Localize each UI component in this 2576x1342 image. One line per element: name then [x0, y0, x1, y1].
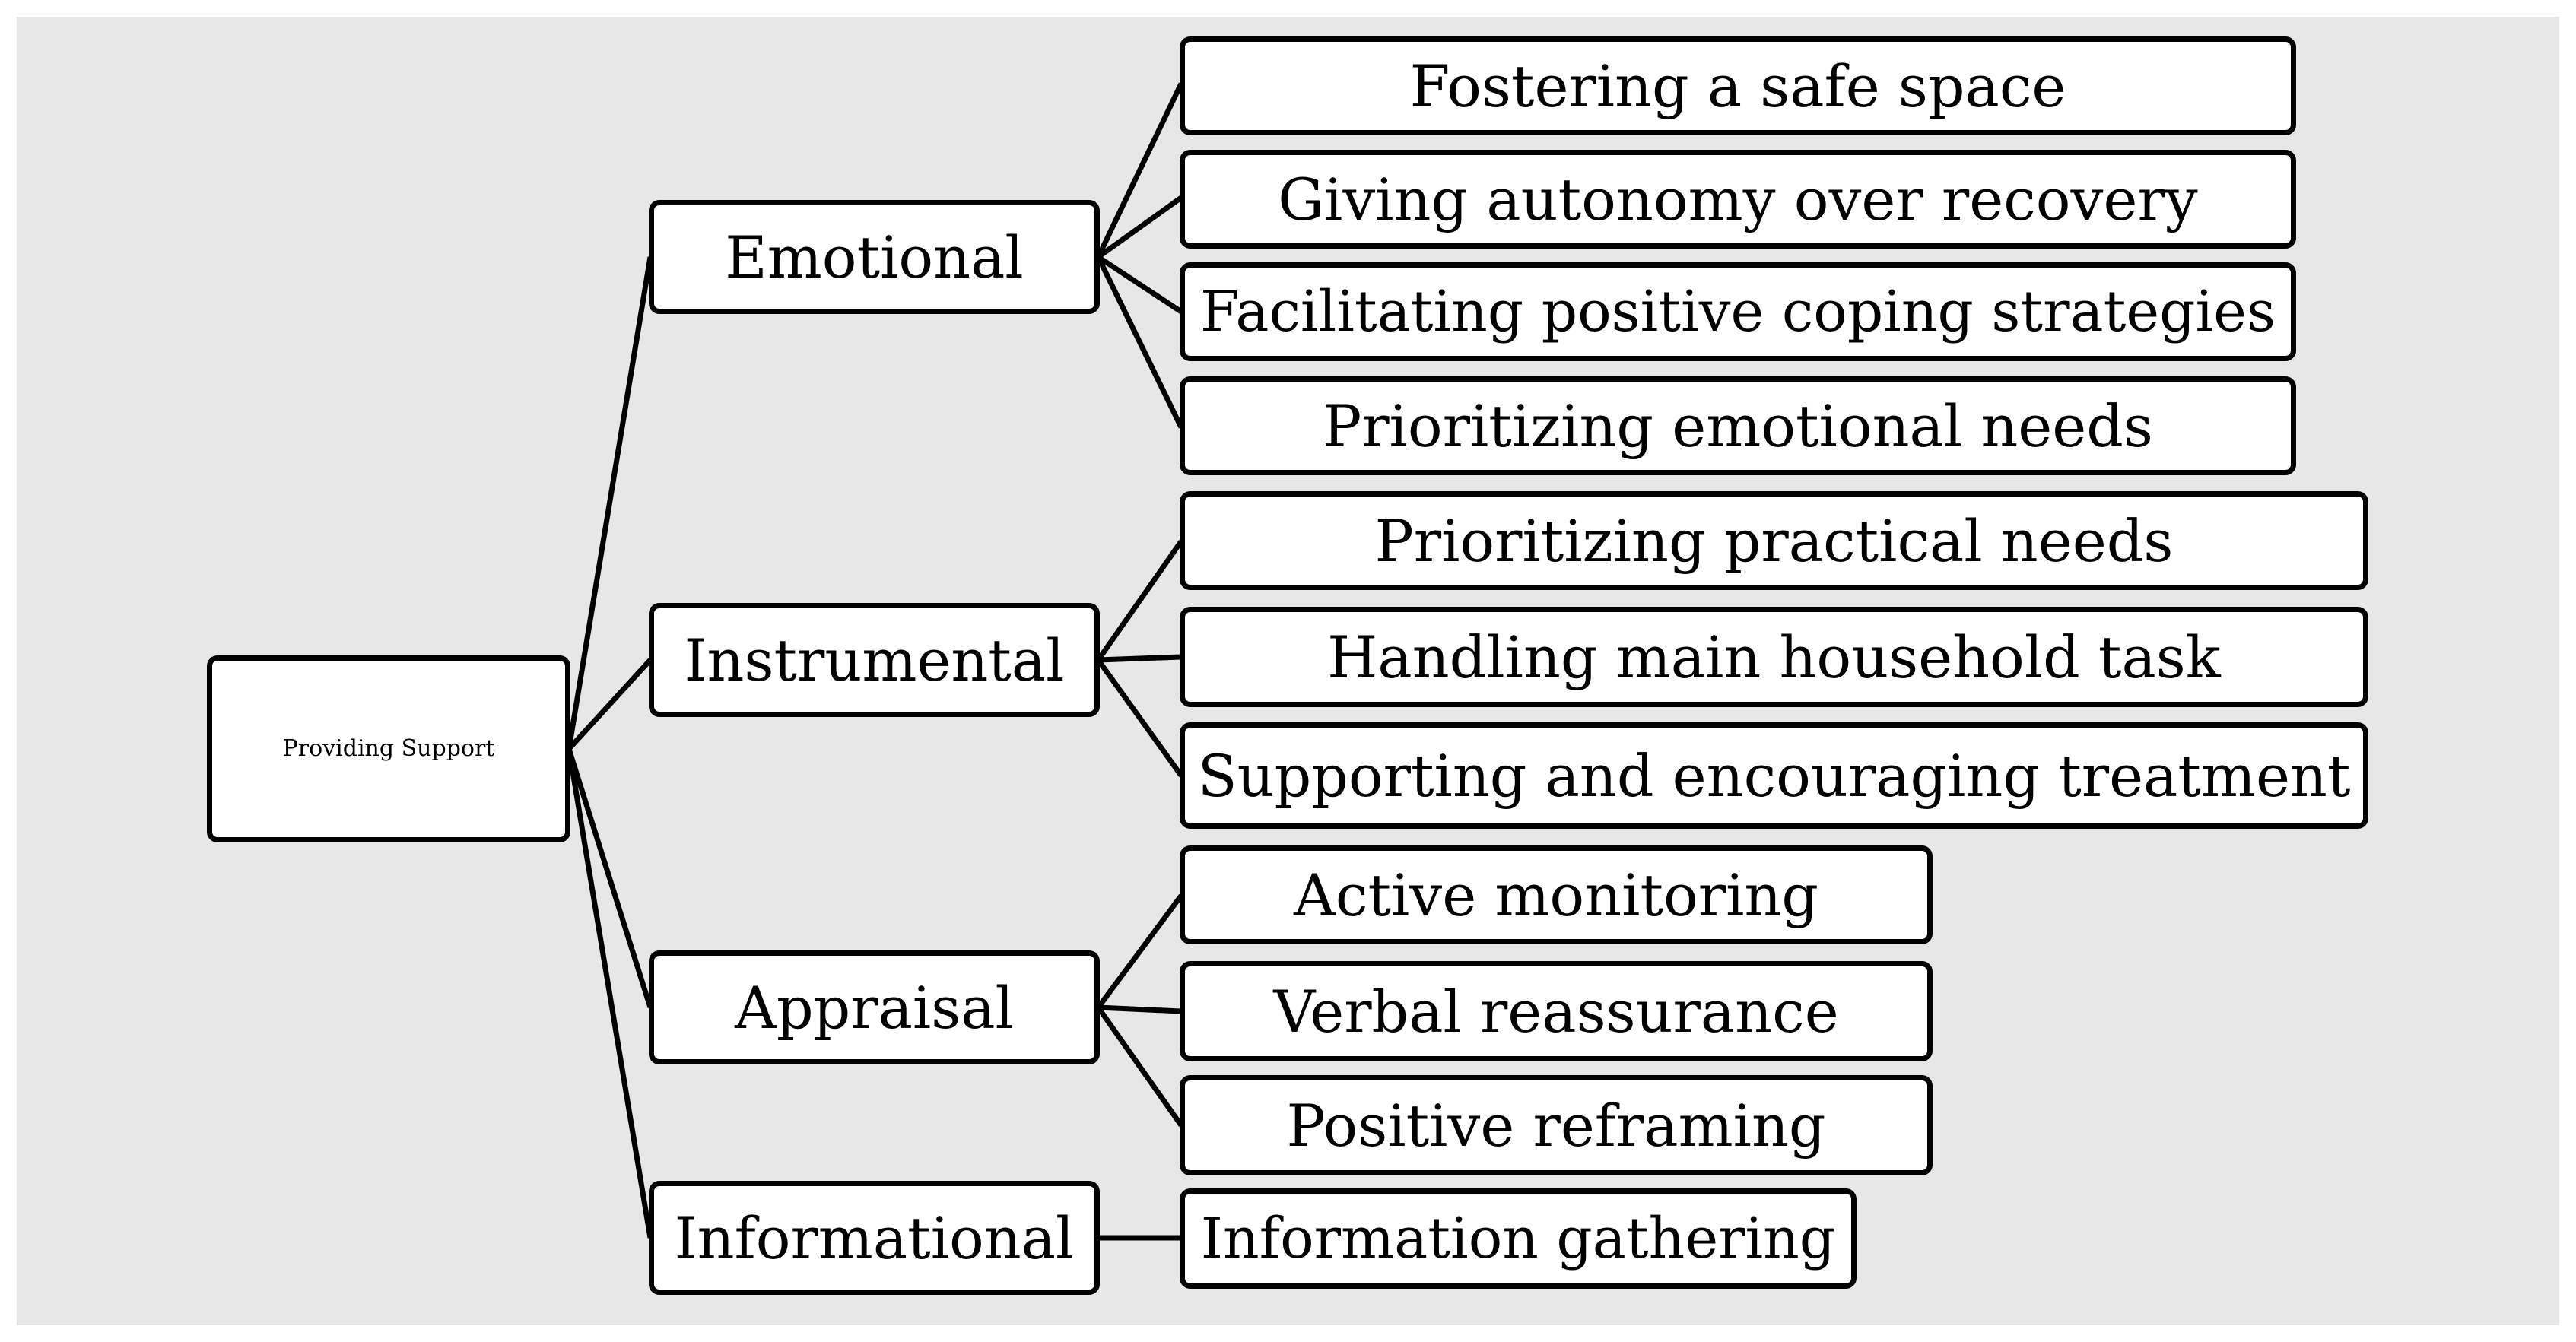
connector-emotional-2 — [1096, 195, 1183, 259]
leaf-node: Verbal reassurance — [1180, 961, 1933, 1061]
leaf-label: Verbal reassurance — [1273, 977, 1839, 1045]
category-node-appraisal: Appraisal — [649, 950, 1100, 1064]
leaf-node: Fostering a safe space — [1180, 36, 2296, 135]
connector-emotional-4 — [1095, 255, 1184, 429]
connector-appraisal-2 — [1097, 1004, 1182, 1014]
root-node: Providing Support — [207, 655, 570, 842]
connector-instrumental-3 — [1096, 658, 1183, 778]
leaf-node: Facilitating positive coping strategies — [1180, 262, 2296, 361]
leaf-node: Prioritizing emotional needs — [1180, 376, 2296, 475]
connector-appraisal-3 — [1096, 1005, 1183, 1128]
root-node-label: Providing Support — [282, 735, 495, 763]
connector-emotional-1 — [1095, 82, 1184, 259]
leaf-label: Positive reframing — [1286, 1091, 1826, 1160]
connector-root-instrumental — [567, 658, 653, 751]
connector-instrumental-1 — [1096, 539, 1183, 662]
leaf-node: Information gathering — [1180, 1188, 1857, 1289]
leaf-label: Prioritizing emotional needs — [1323, 392, 2153, 460]
category-label: Instrumental — [684, 626, 1065, 694]
category-label: Emotional — [725, 223, 1024, 291]
leaf-node: Prioritizing practical needs — [1180, 491, 2368, 590]
leaf-label: Information gathering — [1200, 1205, 1836, 1271]
leaf-node: Supporting and encouraging treatment — [1180, 722, 2368, 829]
connector-root-appraisal — [566, 747, 653, 1009]
leaf-label: Giving autonomy over recovery — [1278, 165, 2198, 233]
leaf-label: Handling main household task — [1327, 623, 2221, 691]
leaf-node: Handling main household task — [1180, 607, 2368, 707]
connector-emotional-3 — [1097, 255, 1183, 314]
category-label: Appraisal — [735, 973, 1014, 1042]
leaf-label: Supporting and encouraging treatment — [1197, 741, 2351, 810]
leaf-label: Facilitating positive coping strategies — [1200, 278, 2276, 344]
category-node-instrumental: Instrumental — [649, 603, 1100, 717]
connector-instrumental-2 — [1097, 654, 1182, 663]
category-node-informational: Informational — [649, 1181, 1100, 1295]
leaf-node: Giving autonomy over recovery — [1180, 150, 2296, 249]
connector-appraisal-1 — [1096, 893, 1183, 1010]
leaf-label: Prioritizing practical needs — [1374, 506, 2174, 575]
category-node-emotional: Emotional — [649, 200, 1100, 314]
category-label: Informational — [674, 1204, 1075, 1272]
connector-root-informational — [566, 748, 653, 1239]
leaf-node: Positive reframing — [1180, 1075, 1933, 1175]
leaf-node: Active monitoring — [1180, 845, 1933, 944]
leaf-label: Active monitoring — [1294, 861, 1818, 929]
leaf-label: Fostering a safe space — [1409, 52, 2066, 120]
connector-root-emotional — [566, 256, 653, 750]
